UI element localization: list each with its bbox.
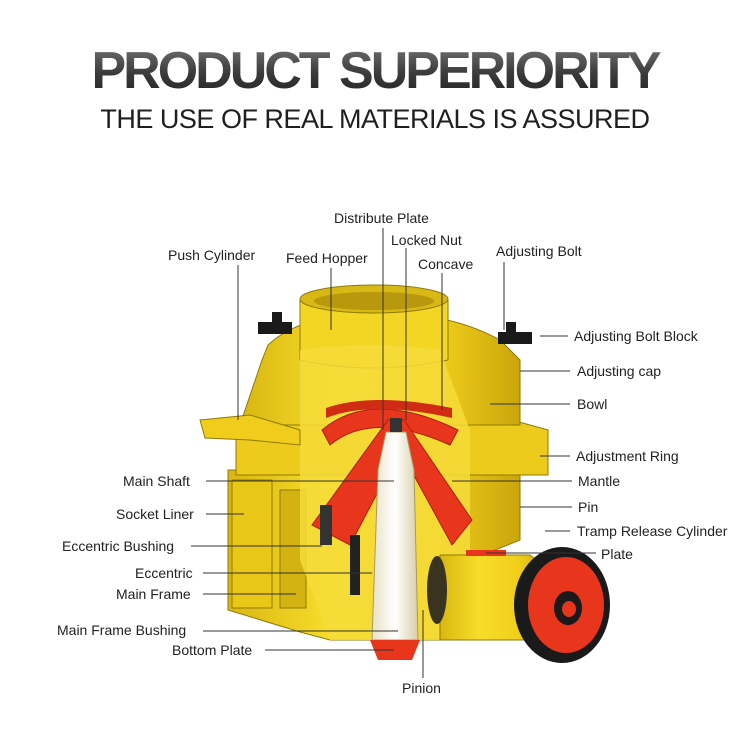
label-mantle: Mantle <box>578 473 620 489</box>
label-concave: Concave <box>418 256 473 272</box>
concave-ridge <box>326 400 452 418</box>
label-adjustment-ring: Adjustment Ring <box>576 448 679 464</box>
label-eccentric: Eccentric <box>135 565 193 581</box>
push-cylinder-shape <box>199 414 301 446</box>
label-socket-liner: Socket Liner <box>116 506 194 522</box>
label-main-shaft: Main Shaft <box>123 473 190 489</box>
label-pin: Pin <box>578 499 598 515</box>
feed-hopper-opening <box>314 292 434 310</box>
bottom-plate-shape <box>370 640 420 660</box>
crusher-body <box>199 284 610 663</box>
label-feed-hopper: Feed Hopper <box>286 250 368 266</box>
page-title: PRODUCT SUPERIORITY <box>0 40 750 102</box>
adjusting-bolt-block-left <box>258 322 292 334</box>
label-tramp-release-cylinder: Tramp Release Cylinder <box>577 523 728 539</box>
label-adjusting-cap: Adjusting cap <box>577 363 661 379</box>
label-adjusting-bolt: Adjusting Bolt <box>496 243 582 259</box>
label-plate: Plate <box>601 546 633 562</box>
label-pinion: Pinion <box>402 680 441 696</box>
label-distribute-plate: Distribute Plate <box>334 210 429 226</box>
mantle-shape <box>311 419 473 546</box>
label-locked-nut: Locked Nut <box>391 232 462 248</box>
eccentric-bushing-shape <box>350 535 360 595</box>
socket-liner-shape <box>320 505 332 545</box>
label-main-frame: Main Frame <box>116 586 191 602</box>
adjusting-bolt-left <box>272 312 282 326</box>
left-leg <box>231 479 273 609</box>
leader-lines <box>191 228 596 678</box>
part-labels: Distribute Plate Locked Nut Push Cylinde… <box>57 210 728 696</box>
label-main-frame-bushing: Main Frame Bushing <box>57 622 186 638</box>
label-eccentric-bushing: Eccentric Bushing <box>62 538 174 554</box>
label-push-cylinder: Push Cylinder <box>168 247 255 263</box>
locked-nut-shape <box>390 418 402 432</box>
pulley-hub-inner <box>562 601 576 617</box>
page-subtitle: THE USE OF REAL MATERIALS IS ASSURED <box>100 104 650 134</box>
pinion-gear <box>427 556 447 624</box>
label-bottom-plate: Bottom Plate <box>172 642 252 658</box>
adjusting-bolt-right <box>506 322 516 336</box>
label-adjusting-bolt-block: Adjusting Bolt Block <box>574 328 699 344</box>
label-bowl: Bowl <box>577 396 607 412</box>
